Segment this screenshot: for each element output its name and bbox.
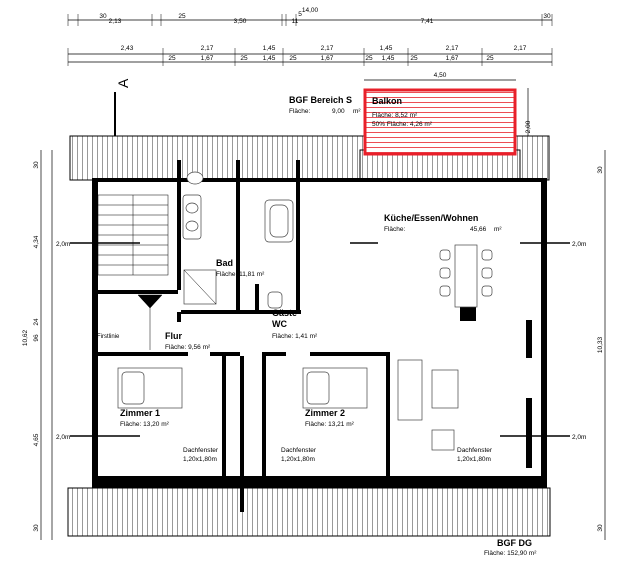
- roof-bands: [67, 135, 551, 537]
- bgf-balcony-area-value: 9,00: [332, 108, 345, 115]
- dim-top-7: 7,41: [421, 18, 434, 25]
- dachfenster-2-size: 1,20x1,80m: [281, 456, 315, 463]
- dim-r3-11: 25: [486, 55, 494, 62]
- dim-right-2: 10,33: [597, 336, 604, 353]
- dim-r3-9: 25: [410, 55, 418, 62]
- dim-left-4: 24: [33, 318, 40, 326]
- dim-top-1: 30: [99, 13, 107, 20]
- dim-left-1: 30: [33, 161, 40, 169]
- staircase: [97, 194, 169, 350]
- dim-r2-2: 2,17: [201, 45, 214, 52]
- dim-top-8: 30: [543, 13, 551, 20]
- dimension-chains-side: 30 4,34 10,62 24 96 4,65 30 30 10,33 30: [22, 150, 606, 540]
- height-mark-4: 2,0m: [572, 434, 586, 441]
- dimension-chains-top: 14,00 30 2,13 25 3,50 11 5 7,41 30 2,43 …: [67, 7, 553, 150]
- kueche-area-label: Fläche:: [384, 226, 406, 233]
- dim-r2-7: 2,17: [514, 45, 527, 52]
- dim-r3-2: 1,67: [201, 55, 214, 62]
- zimmer1-name: Zimmer 1: [120, 408, 160, 418]
- kueche-area-value: 45,66: [470, 226, 487, 233]
- dim-total: 14,00: [302, 7, 319, 14]
- dim-left-5: 96: [33, 334, 40, 342]
- kueche-unit: m²: [494, 226, 502, 233]
- dim-r2-5: 1,45: [380, 45, 393, 52]
- kueche-name: Küche/Essen/Wohnen: [384, 213, 478, 223]
- flur-name: Flur: [165, 331, 182, 341]
- dim-top-4: 3,50: [234, 18, 247, 25]
- wc-name: WC: [272, 319, 287, 329]
- dim-top-2: 2,13: [109, 18, 122, 25]
- dim-r3-10: 1,67: [446, 55, 459, 62]
- bgf-balcony-title: BGF Bereich S: [289, 95, 352, 105]
- sofa-group: [397, 359, 459, 451]
- dim-r3-1: 25: [168, 55, 176, 62]
- bath-fixtures: [182, 171, 294, 309]
- bgf-dg-area: Fläche: 152,90 m²: [484, 550, 537, 557]
- firstlinie-label: Firstlinie: [97, 334, 120, 340]
- dim-top-5: 11: [292, 18, 299, 25]
- dim-r3-4: 1,45: [263, 55, 276, 62]
- section-marker: A: [114, 78, 131, 140]
- dim-r3-6: 1,67: [321, 55, 334, 62]
- dachfenster-3-size: 1,20x1,80m: [457, 456, 491, 463]
- dim-left-2: 4,34: [33, 235, 40, 248]
- bgf-dg-title: BGF DG: [497, 538, 532, 548]
- bad-name: Bad: [216, 258, 233, 268]
- balcony-area-50: 50% Fläche: 4,26 m²: [372, 121, 433, 128]
- height-mark-2: 2,0m: [572, 241, 586, 248]
- dim-right-1: 30: [597, 166, 604, 174]
- balcony-area: Fläche: 8,52 m²: [372, 112, 418, 119]
- dim-r3-5: 25: [289, 55, 297, 62]
- dim-r3-8: 1,45: [382, 55, 395, 62]
- dim-left-7: 30: [33, 524, 40, 532]
- zimmer2-area: Fläche: 13,21 m²: [305, 421, 355, 428]
- flur-area: Fläche: 9,56 m²: [165, 344, 211, 351]
- dim-top-3: 25: [178, 13, 186, 20]
- gaeste-name: Gäste: [272, 308, 297, 318]
- balcony-name: Balkon: [372, 96, 402, 106]
- gaeste-wc-area: Fläche: 1,41 m²: [272, 333, 318, 340]
- dim-r2-6: 2,17: [446, 45, 459, 52]
- walls: [92, 160, 547, 512]
- dachfenster-1-label: Dachfenster: [183, 447, 219, 454]
- dim-left-3: 10,62: [22, 329, 29, 346]
- balcony: Balkon Fläche: 8,52 m² 50% Fläche: 4,26 …: [363, 88, 517, 156]
- dim-top-6: 5: [298, 11, 302, 18]
- height-mark-1: 2,0m: [56, 241, 70, 248]
- dim-r3-3: 25: [240, 55, 248, 62]
- height-mark-3: 2,0m: [56, 434, 70, 441]
- dim-right-3: 30: [597, 524, 604, 532]
- zimmer2-name: Zimmer 2: [305, 408, 345, 418]
- dachfenster-3-label: Dachfenster: [457, 447, 493, 454]
- dim-r3-7: 25: [365, 55, 373, 62]
- dining-table: [439, 244, 493, 308]
- section-letter: A: [115, 78, 131, 88]
- bgf-balcony-unit: m²: [353, 108, 361, 115]
- dim-r2-4: 2,17: [321, 45, 334, 52]
- height-lines: 2,0m 2,0m 2,0m 2,0m: [56, 241, 586, 441]
- dim-r2-1: 2,43: [121, 45, 134, 52]
- dachfenster-2-label: Dachfenster: [281, 447, 317, 454]
- beds: [117, 367, 368, 409]
- dim-balcony-depth: 2,00: [525, 120, 532, 133]
- bgf-balcony-area-label: Fläche:: [289, 108, 311, 115]
- dim-left-6: 4,65: [33, 433, 40, 446]
- zimmer1-area: Fläche: 13,20 m²: [120, 421, 170, 428]
- dim-balcony-width: 4,50: [434, 72, 447, 79]
- dim-r2-3: 1,45: [263, 45, 276, 52]
- bad-area: Fläche: 11,81 m²: [216, 271, 265, 278]
- dachfenster-1-size: 1,20x1,80m: [183, 456, 217, 463]
